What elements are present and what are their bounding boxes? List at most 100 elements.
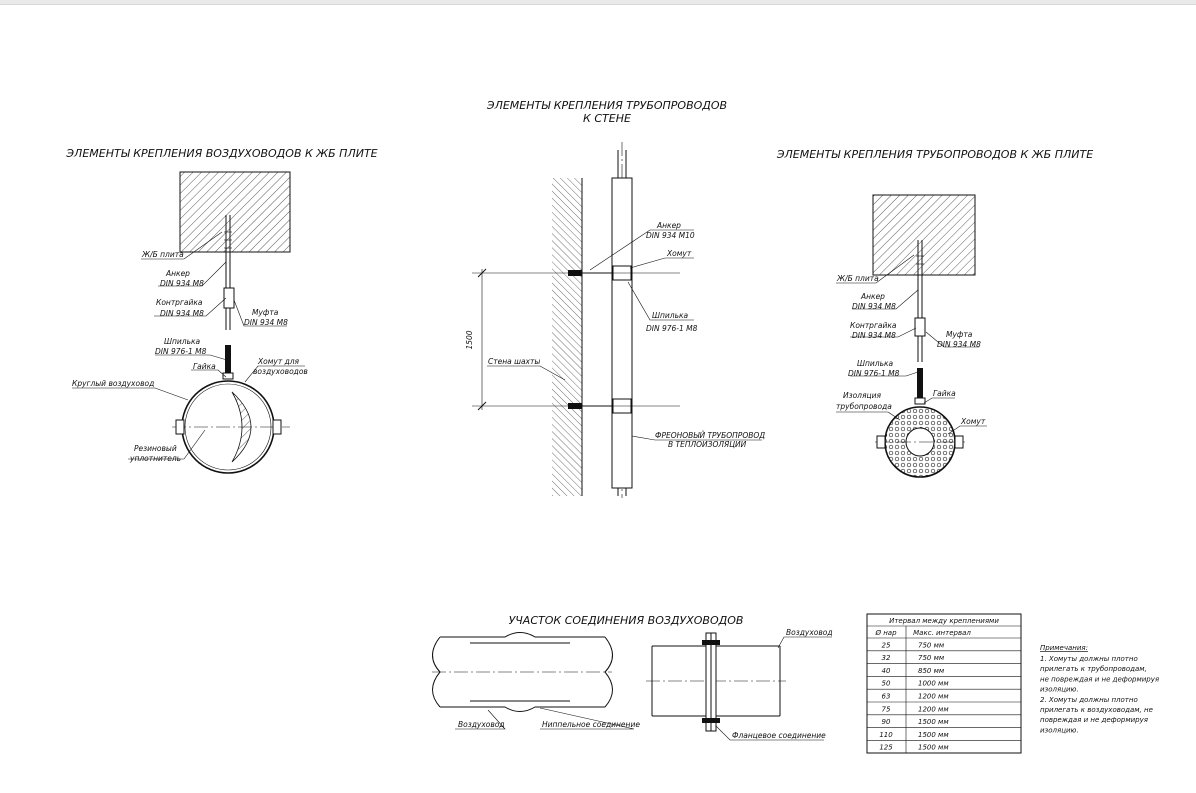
table-cell-diameter: 63 [882,693,891,701]
label-shaft-wall: Стена шахты [488,357,540,366]
label-stud-right: Шпилька [857,359,894,368]
table-cell-interval: 1200 мм [918,705,949,713]
notes-line: 1. Хомуты должны плотно [1040,655,1138,663]
label-anchor-spec-left: DIN 934 M8 [160,279,204,288]
clamp-bolt-left [175,419,185,435]
insulated-pipe [611,177,633,489]
nut-right [914,397,926,405]
table-cell-diameter: 32 [882,654,891,662]
notes-title: Примечания: [1040,644,1088,652]
table-cell-diameter: 125 [879,744,893,752]
notes-line: прилегать к трубопроводам, [1040,665,1147,673]
nut [222,372,234,380]
nipple-duct-top [440,632,605,638]
label-coupling-spec-right: DIN 934 M8 [937,340,981,349]
label-anchor-left: Анкер [165,269,190,278]
table-cell-interval: 850 мм [918,667,945,675]
label-clamp-center: Хомут [666,249,692,258]
notes-line: прилегать к воздуховодам, не [1040,706,1153,714]
label-coupling-spec-left: DIN 934 M8 [244,318,288,327]
title-pipe-slab: ЭЛЕМЕНТЫ КРЕПЛЕНИЯ ТРУБОПРОВОДОВ К ЖБ ПЛ… [776,148,1093,161]
duct-slab-detail [72,171,305,474]
title-duct-joint: УЧАСТОК СОЕДИНЕНИЯ ВОЗДУХОВОДОВ [509,614,744,627]
notes-line: повреждая и не деформируя [1040,716,1148,724]
label-locknut-spec-right: DIN 934 M8 [852,331,896,340]
label-nipple-joint: Ниппельное соединение [542,720,640,729]
label-stud-center: Шпилька [652,311,689,320]
table-cell-diameter: 75 [882,705,891,713]
label-insulation-1: Изоляция [843,391,881,400]
table-cell-interval: 1000 мм [918,680,949,688]
label-clamp-left-1: Хомут для [257,357,300,366]
label-locknut-right: Контргайка [850,321,897,330]
label-locknut-left: Контргайка [156,298,203,307]
label-dimension-1500: 1500 [465,330,474,349]
label-duct-right: Воздуховод [786,628,833,637]
label-duct-left: Воздуховод [458,720,505,729]
label-clamp-right: Хомут [960,417,986,426]
title-duct-slab: ЭЛЕМЕНТЫ КРЕПЛЕНИЯ ВОЗДУХОВОДОВ К ЖБ ПЛИ… [65,147,377,160]
table-cell-interval: 750 мм [918,654,945,662]
label-insulation-2: трубопровода [836,402,892,411]
duct-joint-detail [432,632,832,741]
table-cell-diameter: 110 [879,731,893,739]
label-slab-right: Ж/Б плита [836,274,879,283]
table-cell-interval: 1500 мм [918,744,949,752]
clamp-bolt-left-right [876,435,886,449]
stud-right [917,368,923,398]
label-duct-round: Круглый воздуховод [72,379,154,388]
table-cell-interval: 1500 мм [918,731,949,739]
table-caption: Итервал между креплениями [889,617,999,625]
stud [225,345,231,373]
label-stud-left: Шпилька [164,337,201,346]
table-cell-interval: 1500 мм [918,718,949,726]
table-cell-diameter: 25 [882,641,891,649]
table-cell-diameter: 50 [882,680,891,688]
table-cell-interval: 1200 мм [918,693,949,701]
notes-text: 1. Хомуты должны плотно прилегать к трубо… [1040,655,1159,734]
label-seal-1: Резиновый [134,444,177,453]
label-pipe-2: В ТЕПЛОИЗОЛЯЦИИ [668,440,747,449]
label-pipe-1: ФРЕОНОВЫЙ ТРУБОПРОВОД [655,431,765,440]
label-anchor-spec-right: DIN 934 M8 [852,302,896,311]
notes-line: изоляцию. [1040,726,1079,734]
table-cell-interval: 750 мм [918,641,945,649]
label-anchor-center: Анкер [656,221,681,230]
label-coupling-right: Муфта [946,330,973,339]
interval-table [866,613,1022,754]
label-flange-joint: Фланцевое соединение [732,731,826,740]
clamp-bolt-right [272,419,282,435]
coupling-right [914,317,926,337]
label-seal-2: уплотнитель [129,454,181,463]
concrete-slab [179,171,291,253]
label-locknut-spec-left: DIN 934 M8 [160,309,204,318]
notes-line: изоляцию. [1040,686,1079,694]
label-anchor-right: Анкер [860,292,885,301]
table-cell-diameter: 40 [882,667,891,675]
coupling [223,287,235,309]
title-pipe-wall-line2: К СТЕНЕ [583,112,631,125]
label-stud-spec-center: DIN 976-1 M8 [646,324,698,333]
table-rows: 25 750 мм 32 750 мм 40 850 мм 50 1000 мм 63 1200 … [879,641,949,751]
pipe-wall-detail [472,142,762,498]
pipe-slab-detail [836,194,987,478]
notes-line: не повреждая и не деформируя [1040,675,1159,683]
viewer-top-bar [0,0,1196,5]
label-stud-spec-left: DIN 976-1 M8 [155,347,207,356]
label-stud-spec-right: DIN 976-1 M8 [848,369,900,378]
label-anchor-spec-center: DIN 934 M10 [646,231,695,240]
title-pipe-wall-line1: ЭЛЕМЕНТЫ КРЕПЛЕНИЯ ТРУБОПРОВОДОВ [486,99,727,112]
label-nut-right: Гайка [933,389,956,398]
label-coupling-left: Муфта [252,308,279,317]
table-header-diameter: Ø нар [874,629,897,637]
rubber-seal [231,391,252,463]
concrete-slab-right [872,194,976,276]
label-clamp-left-2: воздуховодов [253,367,308,376]
clamp-bolt-right-right [954,435,964,449]
label-slab-left: Ж/Б плита [141,250,184,259]
label-nut-left: Гайка [193,362,216,371]
table-header-interval: Макс. интервал [913,629,971,637]
shaft-wall [552,178,582,496]
